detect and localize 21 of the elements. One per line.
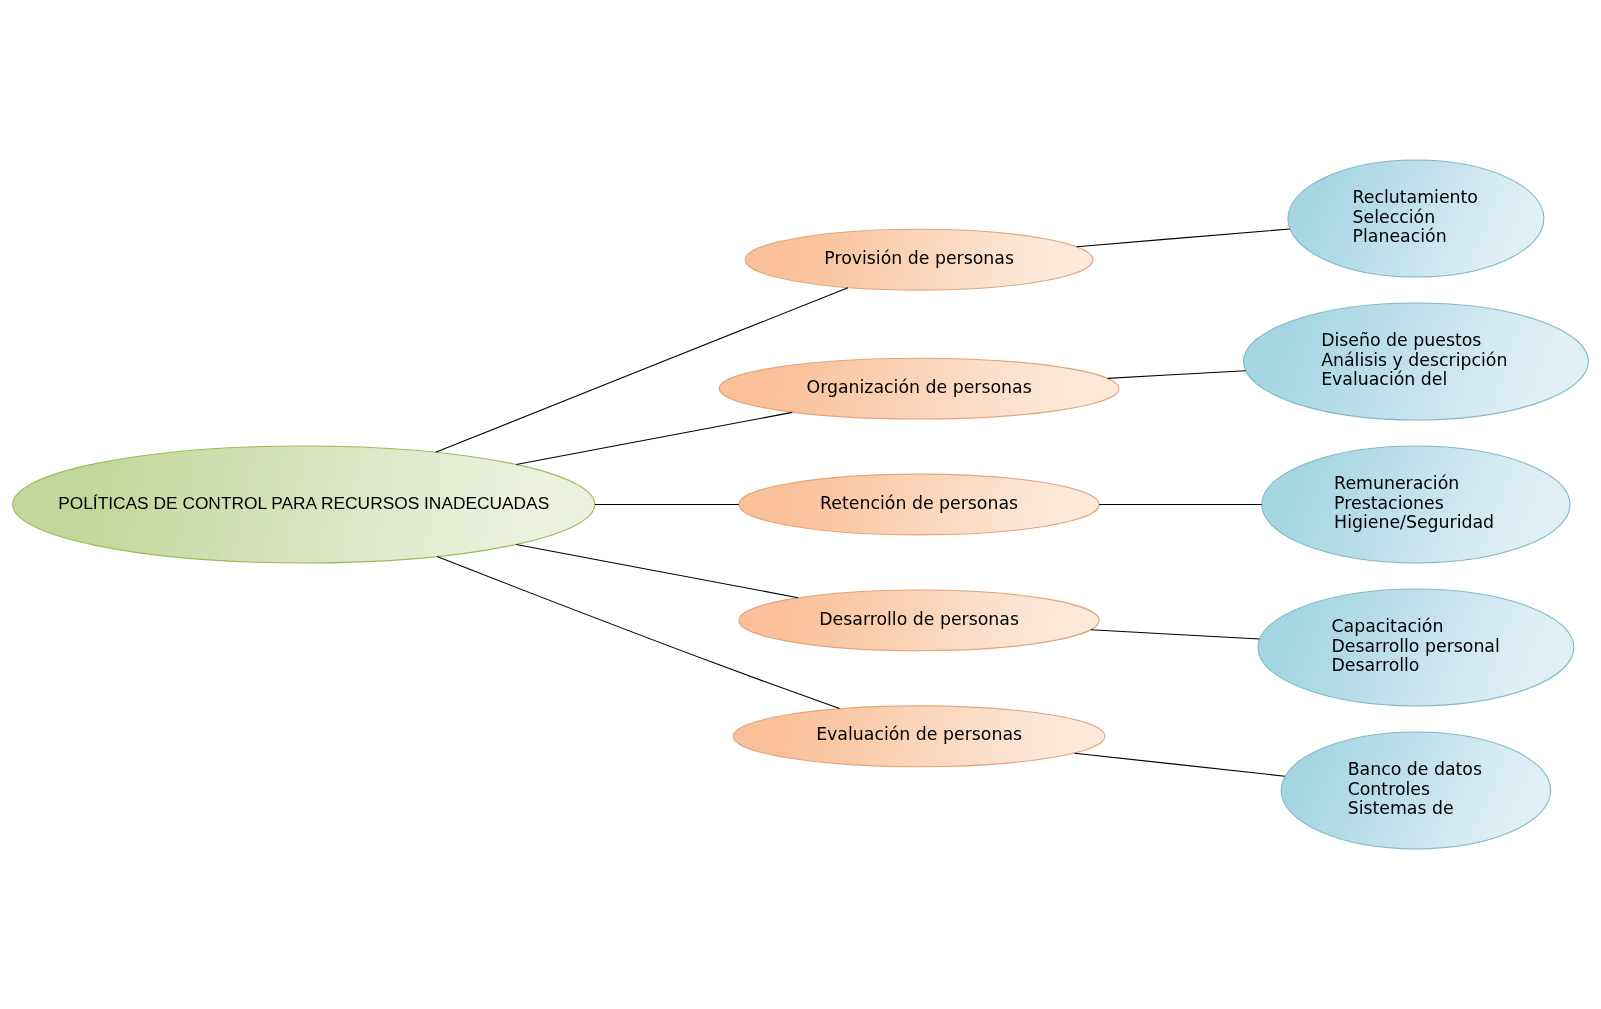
connector — [1098, 503, 1263, 506]
node-ellipse: Capacitación Desarrollo personal Desarrollo — [1257, 588, 1575, 707]
connector — [515, 543, 799, 599]
node-ellipse: Desarrollo de personas — [738, 589, 1100, 652]
connector — [435, 287, 849, 453]
node-ellipse: Diseño de puestos Análisis y descripción Evaluación del — [1242, 302, 1589, 421]
connector — [1107, 370, 1247, 379]
connector — [436, 556, 841, 710]
node-ellipse: Evaluación de personas — [732, 705, 1106, 768]
node-ellipse: POLÍTICAS DE CONTROL PARA RECURSOS INADECUADAS — [12, 445, 596, 564]
node-ellipse: Retención de personas — [738, 473, 1100, 536]
node-ellipse: Remuneración Prestaciones Higiene/Seguridad — [1261, 445, 1571, 564]
node-ellipse: Reclutamiento Selección Planeación — [1287, 159, 1545, 278]
connector — [1090, 629, 1260, 640]
node-ellipse: Provisión de personas — [744, 228, 1094, 291]
connector — [1074, 752, 1286, 777]
connector — [594, 503, 740, 506]
connector — [1076, 228, 1291, 248]
connector — [515, 411, 793, 466]
node-ellipse: Organización de personas — [718, 357, 1120, 420]
node-ellipse: Banco de datos Controles Sistemas de — [1280, 731, 1552, 850]
